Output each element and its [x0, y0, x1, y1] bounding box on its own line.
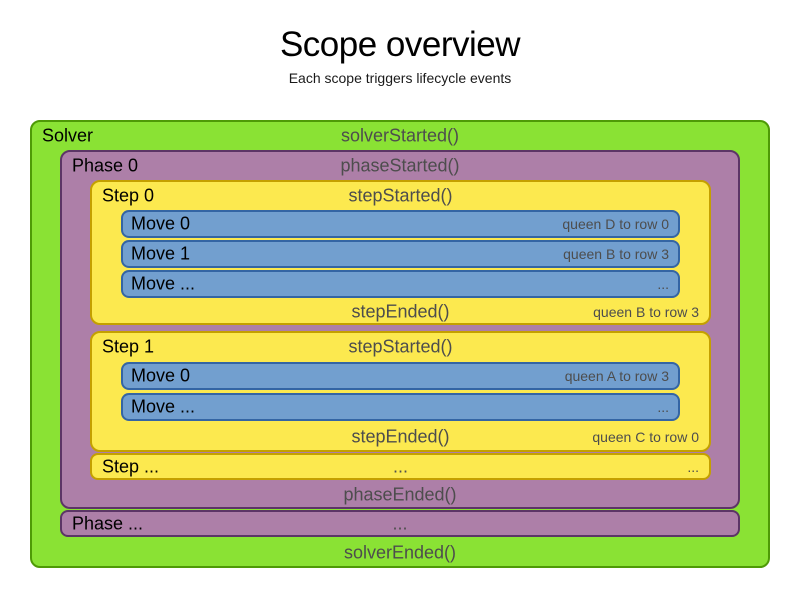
- step-ellipsis-box: Step ... ... ...: [90, 453, 711, 480]
- move-note: ...: [657, 399, 669, 415]
- step-ellipsis-center: ...: [392, 456, 408, 476]
- step-label: Step 1: [102, 336, 155, 357]
- move-note: queen D to row 0: [562, 216, 669, 232]
- phase-label: Phase ...: [72, 513, 144, 533]
- step-ended-event: stepEnded(): [351, 301, 450, 322]
- phase-label: Phase 0: [72, 155, 139, 176]
- step-label: Step 0: [102, 185, 155, 206]
- phase-footer-row: phaseEnded(): [62, 482, 738, 507]
- step-footer-row: stepEnded() queen C to row 0: [92, 423, 709, 450]
- step-ended-note: queen C to row 0: [592, 428, 699, 445]
- move-label: Move 1: [131, 243, 191, 264]
- phase-ended-event: phaseEnded(): [343, 484, 457, 504]
- move-row: Move 0 queen A to row 3: [121, 362, 680, 390]
- move-row: Move ... ...: [121, 393, 680, 421]
- phase-ellipsis-box: Phase ... ...: [60, 510, 740, 537]
- phase-started-event: phaseStarted(): [340, 155, 460, 176]
- step-started-event: stepStarted(): [348, 185, 453, 206]
- step-ended-note: queen B to row 3: [593, 304, 699, 320]
- phase-ellipsis-center: ...: [392, 513, 408, 533]
- step-box: Step 0 stepStarted() Move 0 queen D to r…: [90, 180, 711, 325]
- solver-started-event: solverStarted(): [340, 125, 460, 146]
- solver-header-row: Solver solverStarted(): [32, 122, 768, 150]
- move-label: Move 0: [131, 213, 191, 234]
- step-footer-row: stepEnded() queen B to row 3: [92, 299, 709, 325]
- move-note: queen A to row 3: [564, 368, 669, 384]
- move-row: Move ... ...: [121, 270, 680, 298]
- move-note: queen B to row 3: [563, 246, 669, 262]
- move-label: Move ...: [131, 273, 196, 294]
- step-box: Step 1 stepStarted() Move 0 queen A to r…: [90, 331, 711, 452]
- move-row: Move 0 queen D to row 0: [121, 210, 680, 238]
- move-label: Move ...: [131, 396, 196, 417]
- phase-header-row: Phase 0 phaseStarted(): [62, 152, 738, 180]
- page-title: Scope overview: [279, 25, 521, 64]
- phase-box: Phase 0 phaseStarted() Step 0 stepStarte…: [60, 150, 740, 509]
- move-note: ...: [657, 276, 669, 292]
- solver-ended-event: solverEnded(): [343, 542, 457, 563]
- step-label: Step ...: [102, 456, 160, 476]
- step-started-event: stepStarted(): [348, 336, 453, 357]
- solver-label: Solver: [42, 125, 94, 146]
- solver-box: Solver solverStarted() Phase 0 phaseStar…: [30, 120, 770, 568]
- move-label: Move 0: [131, 365, 191, 386]
- step-ended-event: stepEnded(): [351, 426, 450, 446]
- page-subtitle: Each scope triggers lifecycle events: [288, 70, 512, 86]
- solver-footer-row: solverEnded(): [32, 540, 768, 566]
- move-row: Move 1 queen B to row 3: [121, 240, 680, 268]
- step-header-row: Step 1 stepStarted(): [92, 333, 709, 361]
- step-header-row: Step 0 stepStarted(): [92, 182, 709, 210]
- step-ellipsis-note: ...: [687, 458, 699, 475]
